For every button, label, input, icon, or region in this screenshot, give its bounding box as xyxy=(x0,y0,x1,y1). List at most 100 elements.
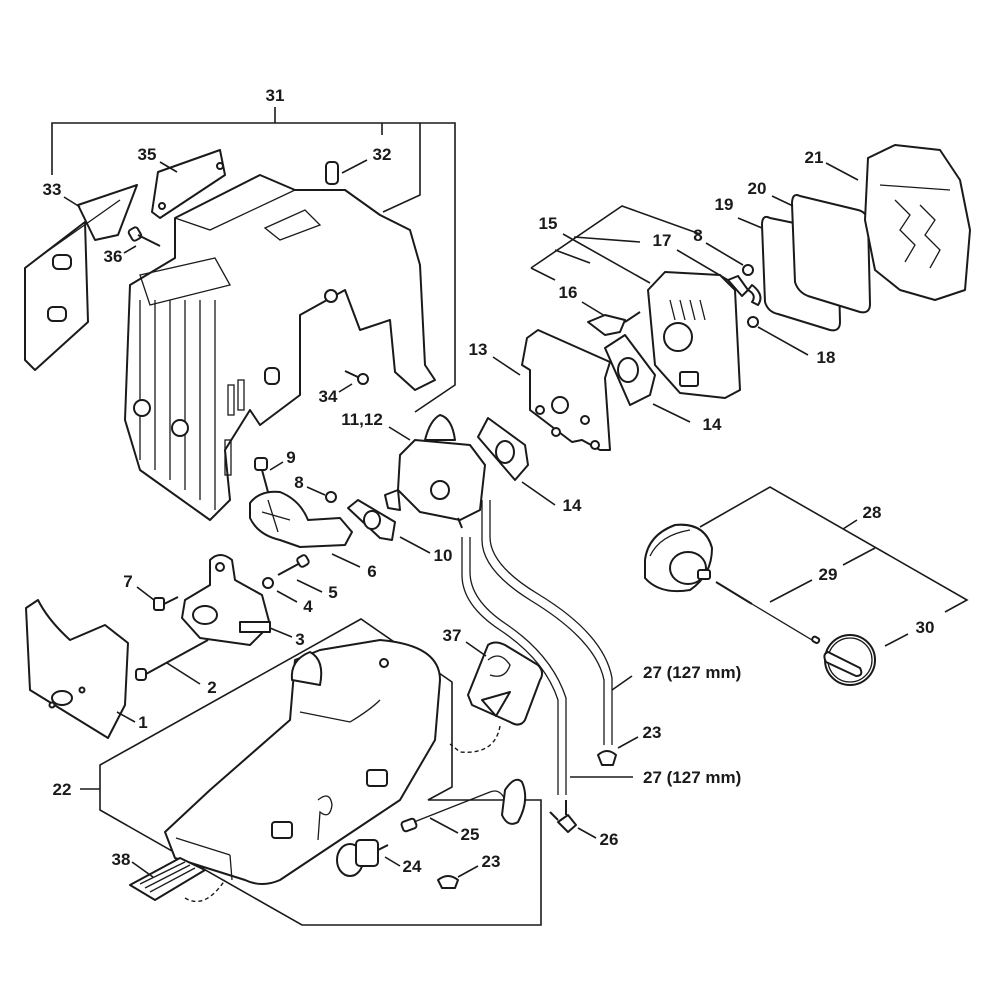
starter-rope-29 xyxy=(715,581,821,644)
callout-8-top: 8 xyxy=(693,226,702,245)
leader-9 xyxy=(269,461,284,471)
long-screw-2 xyxy=(135,639,209,681)
callout-29: 29 xyxy=(819,565,838,584)
screw-36 xyxy=(127,226,161,247)
leader-13 xyxy=(492,356,521,376)
heat-shield-plate-13 xyxy=(521,329,611,451)
callout-10: 10 xyxy=(434,546,453,565)
leader-11-12 xyxy=(388,426,411,441)
bracket-15-16-17-8-leader xyxy=(530,205,701,281)
callout-27-lower: 27 (127 mm) xyxy=(643,768,741,787)
callout-23-upper: 23 xyxy=(643,723,662,742)
leader-4 xyxy=(276,590,298,603)
leader-37 xyxy=(465,641,487,657)
fuel-tank-22 xyxy=(164,639,441,885)
leader-28 xyxy=(842,519,858,530)
leader-6 xyxy=(331,553,361,568)
gasket-14-lower xyxy=(477,417,529,481)
grommet-23-lower xyxy=(437,875,459,889)
sleeve-32 xyxy=(325,161,339,185)
leader-10 xyxy=(399,536,431,554)
throttle-linkage-6 xyxy=(249,490,353,548)
bracket-28-leader xyxy=(699,486,969,613)
leader-21 xyxy=(825,162,859,181)
cap-screw-9 xyxy=(254,457,269,493)
air-filter-cover-21 xyxy=(864,144,971,301)
callout-28: 28 xyxy=(863,503,882,522)
leader-35 xyxy=(159,161,178,173)
air-filter-base-15 xyxy=(647,271,741,399)
grommet-23-upper xyxy=(597,750,617,766)
callout-5: 5 xyxy=(328,583,337,602)
leader-34 xyxy=(338,383,353,393)
leader-23-lower xyxy=(457,865,479,878)
leader-3 xyxy=(269,627,293,638)
leader-8-lower xyxy=(306,486,326,496)
callout-17: 17 xyxy=(653,231,672,250)
leader-25 xyxy=(429,817,459,834)
callout-37: 37 xyxy=(443,626,462,645)
gasket-10 xyxy=(347,499,396,541)
callout-22: 22 xyxy=(53,780,72,799)
callout-38: 38 xyxy=(112,850,131,869)
callout-21: 21 xyxy=(805,148,824,167)
leader-15 xyxy=(562,233,651,284)
leader-29-bottom xyxy=(769,579,813,603)
callout-8-lower: 8 xyxy=(294,473,303,492)
leader-32 xyxy=(341,159,368,174)
mounting-bracket-3 xyxy=(181,554,271,646)
choke-lever-16 xyxy=(587,311,641,336)
callout-1: 1 xyxy=(138,713,147,732)
leader-29-top xyxy=(842,547,876,566)
screw-34 xyxy=(344,370,369,385)
short-screw-7 xyxy=(153,596,179,611)
leader-27-upper xyxy=(611,675,633,691)
pickup-body-25 xyxy=(400,778,527,833)
callout-33: 33 xyxy=(43,180,62,199)
callout-4: 4 xyxy=(303,597,313,616)
filter-element-20 xyxy=(791,194,871,314)
callout-7: 7 xyxy=(123,572,132,591)
callout-19: 19 xyxy=(715,195,734,214)
leader-24 xyxy=(384,856,401,867)
leader-36 xyxy=(123,245,137,254)
leader-38 xyxy=(131,861,154,878)
leader-19 xyxy=(737,217,763,229)
callout-20: 20 xyxy=(748,179,767,198)
leader-33 xyxy=(63,196,81,208)
side-cover-33 xyxy=(24,184,138,371)
leader-18 xyxy=(757,326,809,356)
callout-25: 25 xyxy=(461,825,480,844)
callout-15: 15 xyxy=(539,214,558,233)
callout-2: 2 xyxy=(207,678,216,697)
bracket-22-leader xyxy=(99,618,542,926)
callout-32: 32 xyxy=(373,145,392,164)
callout-23-lower: 23 xyxy=(482,852,501,871)
bracket-31-leader xyxy=(51,107,456,413)
warning-label-37 xyxy=(467,641,544,726)
plate-35 xyxy=(151,149,226,219)
carburetor-11-12 xyxy=(384,414,486,529)
callout-3: 3 xyxy=(295,630,304,649)
nut-8-lower xyxy=(325,491,337,503)
starter-assembly-28 xyxy=(644,523,713,593)
leader-30 xyxy=(884,633,909,647)
baffle-plate-1 xyxy=(25,599,129,739)
leader-20 xyxy=(771,195,794,207)
callout-35: 35 xyxy=(138,145,157,164)
arrow-37-placement xyxy=(449,725,501,753)
callout-6: 6 xyxy=(367,562,376,581)
leader-26 xyxy=(577,827,597,839)
callout-27-upper: 27 (127 mm) xyxy=(643,663,741,682)
leader-1 xyxy=(116,711,136,723)
callout-9: 9 xyxy=(286,448,295,467)
leader-16 xyxy=(581,301,606,317)
label-38 xyxy=(129,857,206,901)
callout-11-12: 11,12 xyxy=(341,410,383,429)
callout-34: 34 xyxy=(319,387,338,406)
leader-14-lower xyxy=(521,481,556,506)
fuel-line-27 xyxy=(461,500,613,795)
leader-7 xyxy=(136,586,155,601)
bracket-17 xyxy=(727,275,762,306)
callout-26: 26 xyxy=(600,830,619,849)
